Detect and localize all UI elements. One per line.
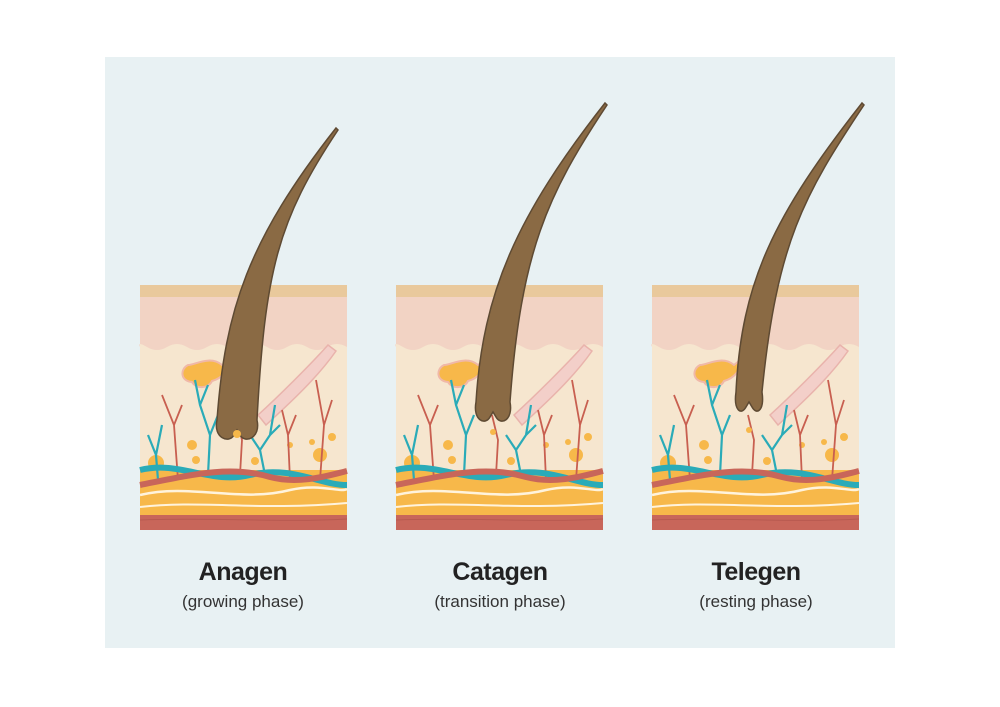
telegen-hair-icon <box>734 101 865 412</box>
phase-title-telegen: Telegen <box>711 558 801 586</box>
catagen-skin-section <box>395 101 608 530</box>
telegen-papilla <box>746 427 752 433</box>
catagen-hair-icon <box>474 101 608 422</box>
phase-subtitle-telegen: (resting phase) <box>699 592 813 611</box>
phase-title-anagen: Anagen <box>198 558 288 586</box>
phase-subtitle-anagen: (growing phase) <box>182 592 304 611</box>
telegen-skin-section <box>651 101 865 530</box>
catagen-papilla <box>490 429 496 435</box>
phase-subtitle-catagen: (transition phase) <box>434 592 566 611</box>
anagen-skin-section <box>139 126 347 530</box>
phase-title-catagen: Catagen <box>452 558 548 586</box>
anagen-papilla <box>233 430 241 438</box>
